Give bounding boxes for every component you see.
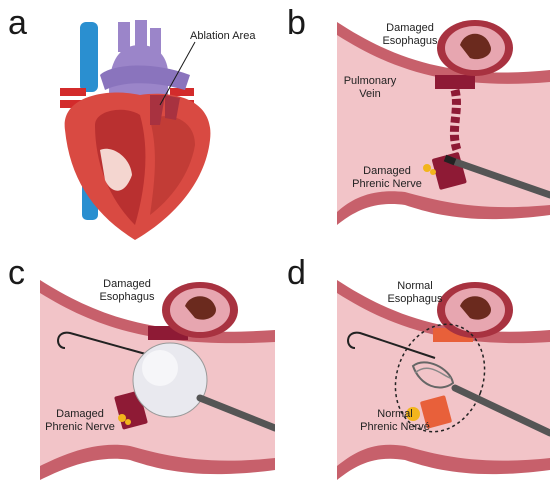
nerve-label-c: Damaged Phrenic Nerve <box>45 408 115 433</box>
basket-catheter <box>411 361 455 389</box>
vein-cross-section-b <box>337 20 550 225</box>
damaged-band-top <box>435 75 475 89</box>
panel-c: c Damaged Esophagus Damaged Phrenic Nerv… <box>0 248 275 496</box>
guidewire-c <box>57 331 161 359</box>
normal-band-bottom <box>420 395 452 429</box>
ablation-leader-line <box>159 41 196 106</box>
panel-letter-d: d <box>287 254 306 292</box>
panel-a: a Ablation Area <box>0 0 275 248</box>
nerve-label-d: Normal Phrenic Nervé <box>360 408 430 433</box>
vein-label-b: Pulmonary Vein <box>343 75 397 100</box>
ablation-area-label: Ablation Area <box>190 30 256 42</box>
pulsed-field-zone <box>394 323 486 433</box>
panel-d: d Normal Esophagus Normal Phrenic Nervé <box>275 248 550 496</box>
panel-b: b Damaged Esophagus Pulmonary Vein Damag… <box>275 0 550 248</box>
panel-letter-b: b <box>287 4 306 42</box>
vein-cross-section-c <box>40 280 275 480</box>
esophagus-label-c: Damaged Esophagus <box>99 278 155 303</box>
panel-letter-c: c <box>8 254 25 292</box>
panel-letter-a: a <box>8 4 27 42</box>
superior-vena-cava <box>80 22 98 92</box>
esophagus-label-b: Damaged Esophagus <box>382 22 438 47</box>
heart-illustration <box>60 20 211 240</box>
nerve-label-b: Damaged Phrenic Nerve <box>352 165 422 190</box>
catheter-b <box>446 156 550 199</box>
vein-cross-section-d <box>337 280 550 480</box>
guidewire-d <box>347 331 436 359</box>
esophagus-label-d: Normal Esophagus <box>387 280 443 305</box>
